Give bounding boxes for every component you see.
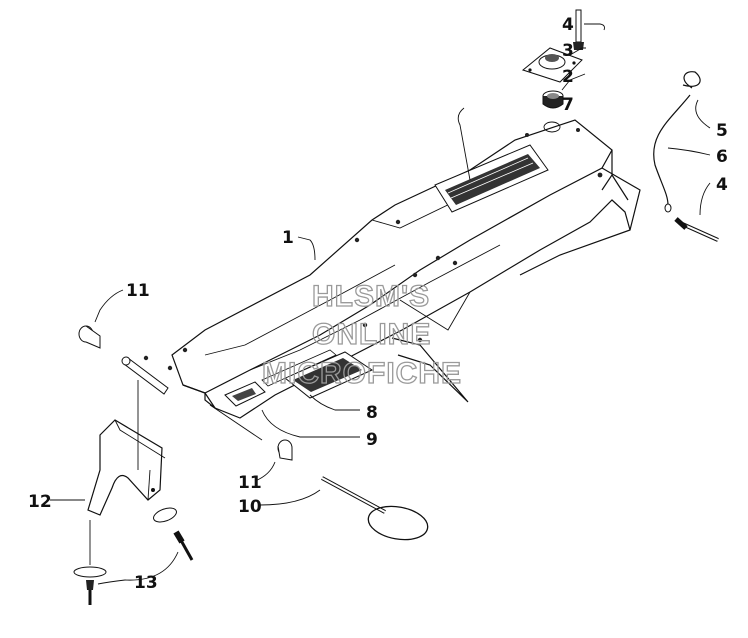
rivet-4-side (674, 217, 719, 242)
washer-13-lower (73, 520, 107, 605)
rivet-4-top (573, 9, 584, 50)
callout-12: 12 (28, 492, 52, 512)
leader-lines (50, 23, 711, 585)
grommet-2 (542, 90, 564, 109)
callout-10: 10 (238, 497, 262, 517)
pull-rod-10 (321, 476, 429, 541)
watermark-line-1: HLSM'S (312, 280, 430, 313)
callout-3: 3 (562, 41, 574, 61)
hinge-tube (121, 356, 169, 395)
callout-4-top: 4 (562, 15, 574, 35)
callout-11-right: 11 (238, 473, 262, 493)
decal-9 (224, 349, 337, 407)
watermark: HLSM'S ONLINE MICROFICHE (261, 279, 462, 390)
bushing-11-left (78, 325, 101, 349)
callout-8: 8 (366, 403, 378, 423)
callout-1: 1 (282, 228, 294, 248)
callout-13: 13 (134, 573, 158, 593)
decal-8 (284, 351, 374, 399)
washer-13-upper (153, 507, 194, 561)
callout-7: 7 (562, 95, 574, 115)
bushing-11-right (277, 439, 293, 461)
watermark-line-3: MICROFICHE (262, 357, 462, 390)
callout-2: 2 (562, 67, 574, 87)
callout-9: 9 (366, 430, 378, 450)
bracket-12 (87, 419, 166, 516)
grommet-plate-3 (521, 47, 583, 83)
decal-7 (434, 144, 549, 213)
callout-6: 6 (716, 147, 728, 167)
tether-cord (653, 71, 701, 213)
callout-4-side: 4 (716, 175, 728, 195)
callout-11-left: 11 (126, 281, 150, 301)
watermark-line-2: ONLINE (312, 318, 431, 351)
callout-5: 5 (716, 121, 728, 141)
